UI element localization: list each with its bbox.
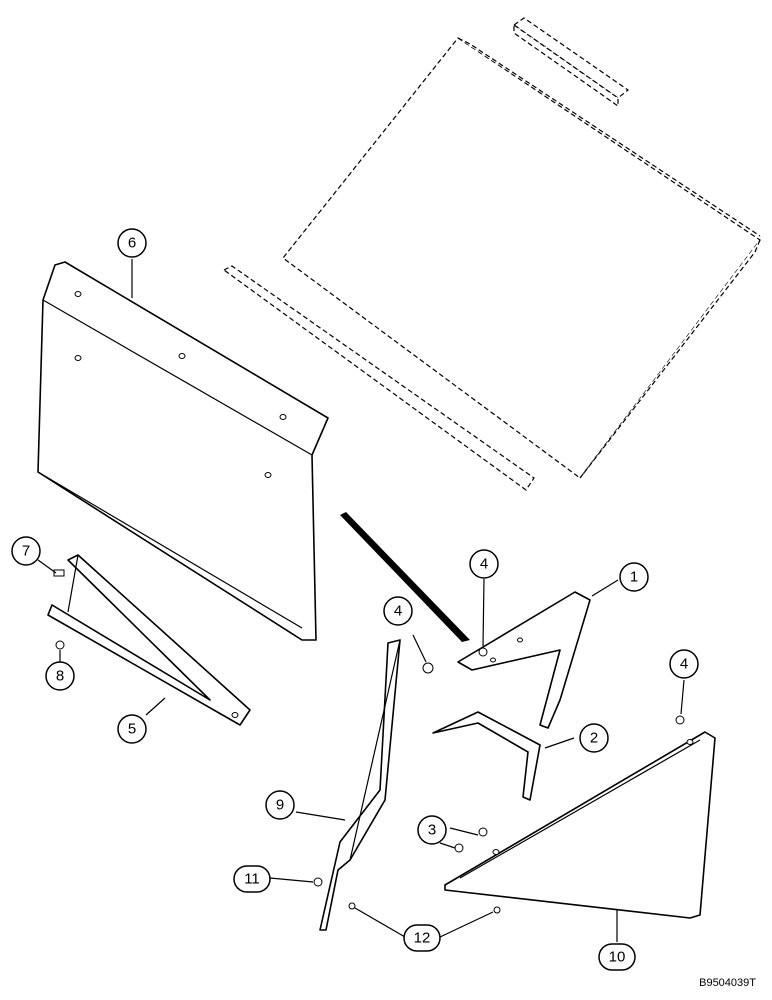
svg-text:9: 9 — [276, 797, 284, 814]
callout-10: 10 — [598, 943, 636, 971]
svg-text:4: 4 — [394, 603, 402, 620]
callout-6: 6 — [117, 228, 147, 258]
top-mounting-bar — [512, 17, 630, 108]
callout-8: 8 — [45, 661, 75, 691]
callout-4-right: 4 — [669, 649, 699, 679]
hardware — [53, 569, 685, 914]
small-bracket — [432, 711, 541, 801]
callout-9: 9 — [265, 790, 295, 820]
callout-3: 3 — [417, 815, 447, 845]
leader-lines — [37, 259, 685, 942]
svg-text:5: 5 — [128, 721, 136, 738]
reference-code: B9504039T — [699, 977, 756, 989]
svg-text:7: 7 — [22, 543, 30, 560]
large-panel-dashed — [282, 37, 761, 479]
svg-text:2: 2 — [590, 730, 598, 747]
callout-2: 2 — [579, 723, 609, 753]
triangular-support — [47, 554, 251, 726]
long-side-brace — [319, 639, 401, 931]
svg-text:11: 11 — [244, 871, 260, 888]
svg-text:8: 8 — [56, 668, 64, 685]
svg-text:4: 4 — [680, 656, 688, 673]
callout-5: 5 — [117, 714, 147, 744]
callout-4-top: 4 — [469, 549, 499, 579]
callout-4-middle: 4 — [383, 596, 413, 626]
svg-text:4: 4 — [480, 556, 488, 573]
svg-text:3: 3 — [428, 822, 436, 839]
svg-text:12: 12 — [414, 930, 431, 947]
deflector-plate — [37, 261, 329, 641]
callout-11: 11 — [233, 865, 271, 893]
upper-bracket — [457, 591, 591, 729]
svg-text:10: 10 — [609, 949, 626, 966]
svg-text:1: 1 — [630, 569, 638, 586]
hatched-strip — [340, 512, 470, 642]
svg-text:6: 6 — [128, 235, 136, 252]
callout-12: 12 — [403, 924, 441, 952]
callout-7: 7 — [11, 536, 41, 566]
large-triangle-brace — [444, 731, 716, 919]
callout-1: 1 — [619, 562, 649, 592]
lower-rail-dashed — [222, 265, 535, 491]
